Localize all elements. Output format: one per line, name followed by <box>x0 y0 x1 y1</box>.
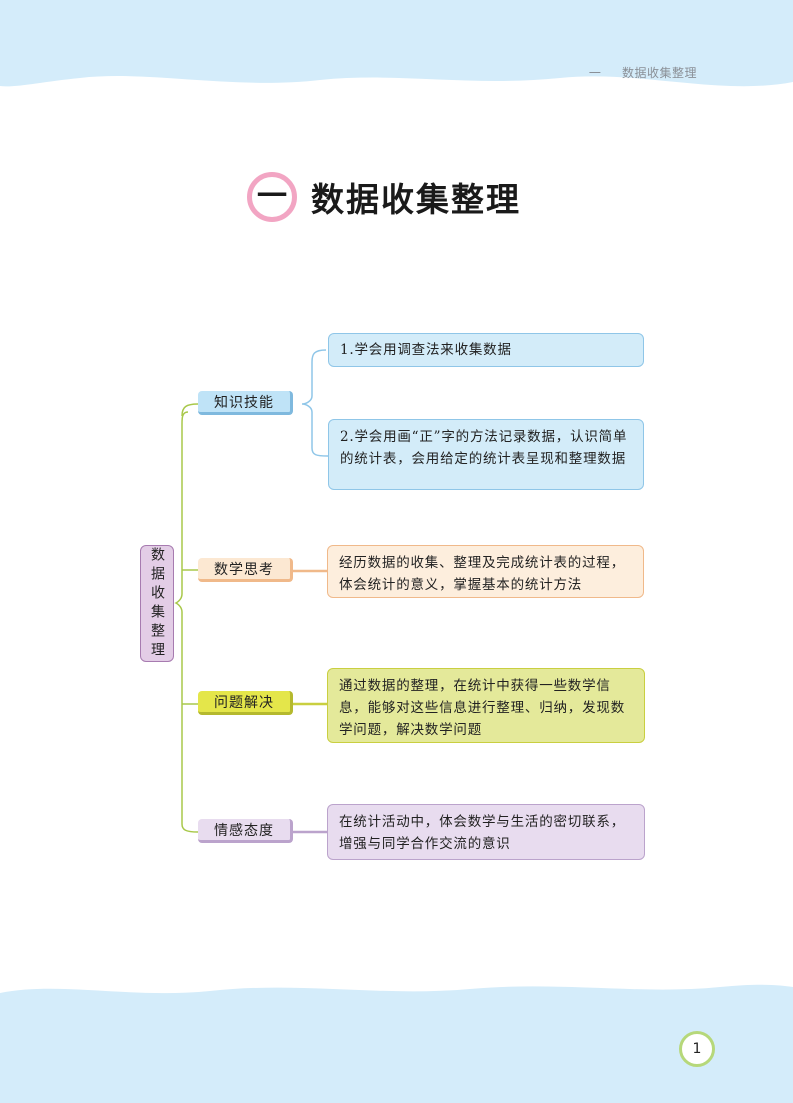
problem-solving-item: 通过数据的整理，在统计中获得一些数学信息，能够对这些信息进行整理、归纳，发现数学… <box>327 668 645 743</box>
math-thinking-item-text: 经历数据的收集、整理及完成统计表的过程，体会统计的意义，掌握基本的统计方法 <box>339 555 625 593</box>
header-chapter-name: 数据收集整理 <box>621 66 697 80</box>
knowledge-item-2-text: 2.学会用画“正”字的方法记录数据，认识简单的统计表，会用给定的统计表呈现和整理… <box>340 429 628 467</box>
knowledge-item-1: 1.学会用调查法来收集数据 <box>328 333 644 367</box>
branch-emotional-attitude: 情感态度 <box>198 819 293 843</box>
header-chapter-marker: 一 <box>588 66 602 80</box>
branch-emotional-attitude-label: 情感态度 <box>214 822 274 839</box>
chapter-title: 一 数据收集整理 <box>247 168 521 226</box>
running-header: 一 数据收集整理 <box>589 64 697 81</box>
top-wave-decoration <box>0 0 793 87</box>
knowledge-item-1-text: 1.学会用调查法来收集数据 <box>340 342 512 358</box>
branch-math-thinking: 数学思考 <box>198 558 293 582</box>
branch-knowledge-skills: 知识技能 <box>198 391 293 415</box>
knowledge-item-2: 2.学会用画“正”字的方法记录数据，认识简单的统计表，会用给定的统计表呈现和整理… <box>328 419 644 490</box>
page-number-text: 1 <box>692 1041 702 1057</box>
math-thinking-item: 经历数据的收集、整理及完成统计表的过程，体会统计的意义，掌握基本的统计方法 <box>327 545 644 598</box>
branch-problem-solving-label: 问题解决 <box>214 694 274 711</box>
branch-problem-solving: 问题解决 <box>198 691 293 715</box>
page-number: 1 <box>679 1031 715 1067</box>
chapter-number-badge: 一 <box>247 172 297 222</box>
emotional-attitude-item-text: 在统计活动中，体会数学与生活的密切联系，增强与同学合作交流的意识 <box>339 814 625 852</box>
mindmap-root-label: 数据收集整理 <box>149 546 165 661</box>
problem-solving-item-text: 通过数据的整理，在统计中获得一些数学信息，能够对这些信息进行整理、归纳，发现数学… <box>339 678 625 738</box>
page-title: 数据收集整理 <box>311 180 521 219</box>
emotional-attitude-item: 在统计活动中，体会数学与生活的密切联系，增强与同学合作交流的意识 <box>327 804 645 860</box>
branch-math-thinking-label: 数学思考 <box>214 561 274 578</box>
bottom-wave-decoration <box>0 984 793 1103</box>
mindmap-root: 数据收集整理 <box>140 545 174 662</box>
chapter-number: 一 <box>257 179 287 214</box>
branch-knowledge-skills-label: 知识技能 <box>214 394 274 411</box>
